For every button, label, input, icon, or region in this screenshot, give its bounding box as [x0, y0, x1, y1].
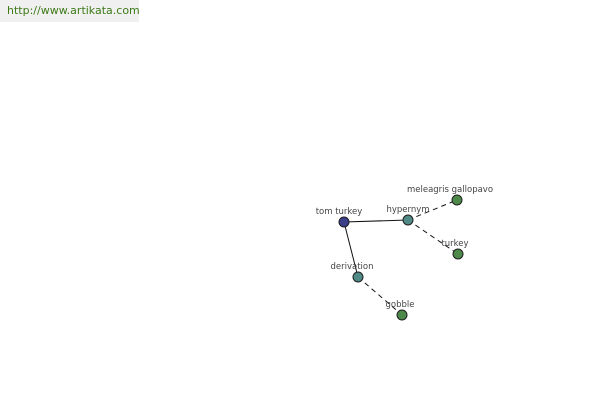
- node-derivation[interactable]: [352, 271, 364, 283]
- node-meleagris-gallopavo[interactable]: [451, 194, 463, 206]
- edge-derivation-gobble: [357, 276, 403, 316]
- edge-tom-turkey-derivation: [343, 221, 359, 278]
- edge-tom-turkey-hypernym: [343, 219, 409, 223]
- node-tom-turkey[interactable]: [338, 216, 350, 228]
- label-hypernym: hypernym: [386, 205, 429, 215]
- label-tom-turkey: tom turkey: [316, 207, 363, 217]
- label-turkey: turkey: [441, 239, 468, 249]
- edge-hypernym-turkey: [407, 219, 459, 255]
- label-derivation: derivation: [330, 262, 373, 272]
- node-turkey[interactable]: [452, 248, 464, 260]
- label-meleagris-gallopavo: meleagris gallopavo: [407, 185, 493, 195]
- site-url[interactable]: http://www.artikata.com: [0, 0, 140, 22]
- node-gobble[interactable]: [396, 309, 408, 321]
- label-gobble: gobble: [386, 300, 415, 310]
- node-hypernym[interactable]: [402, 214, 414, 226]
